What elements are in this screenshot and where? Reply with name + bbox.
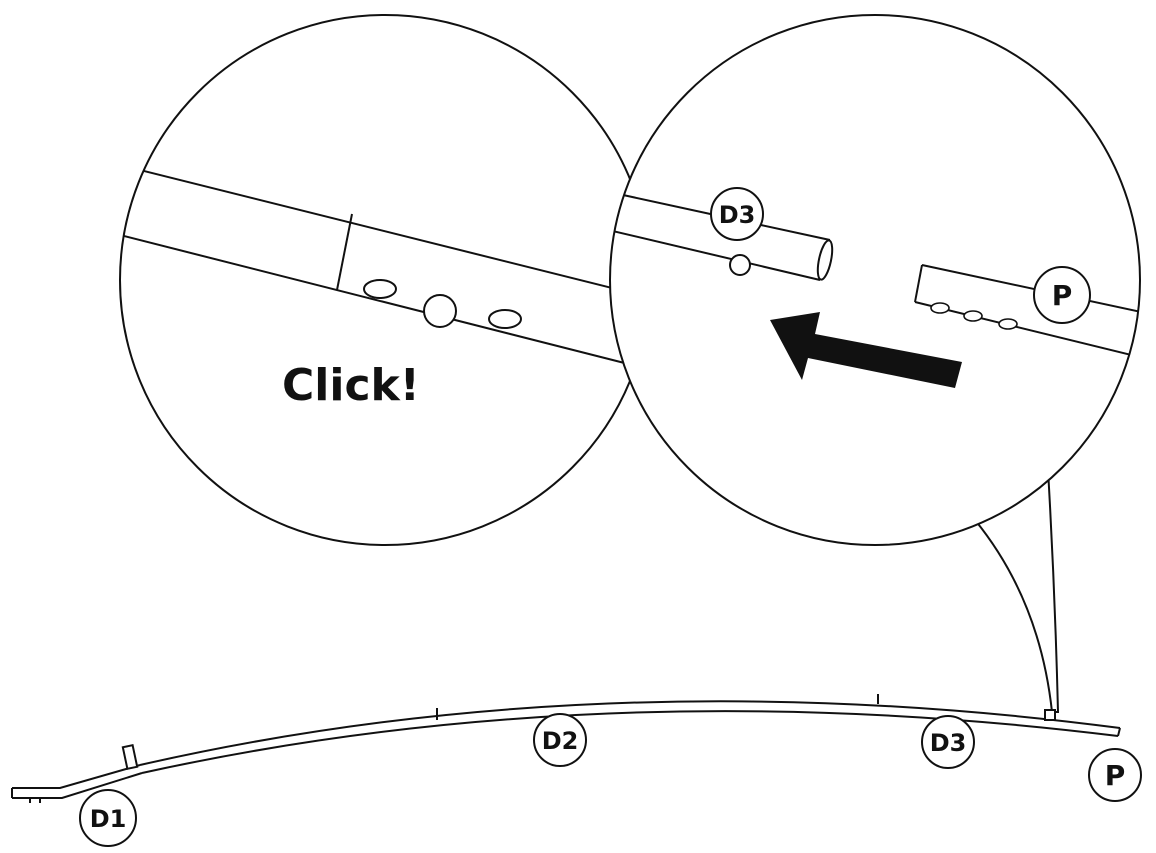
- detail-circle-insert: D3 P: [609, 14, 1141, 713]
- tube-joint-seam: [336, 213, 353, 291]
- detail-circle-right-outline: [609, 14, 1141, 546]
- detail-label-d3: D3: [710, 187, 764, 241]
- part-label-p: P: [1088, 748, 1142, 802]
- tube-d3-open-end: [816, 239, 834, 281]
- part-label-d1: D1: [79, 789, 137, 847]
- svg-text:D1: D1: [90, 805, 127, 833]
- tube-clamp: [121, 744, 139, 770]
- part-label-d3: D3: [921, 715, 975, 769]
- tube-d3-hole: [729, 254, 751, 276]
- part-label-d2: D2: [533, 713, 587, 767]
- detail-circle-click: Click!: [119, 14, 651, 546]
- svg-text:D3: D3: [930, 729, 967, 757]
- curved-tube-assembly: [11, 694, 1121, 803]
- click-caption: Click!: [282, 360, 420, 411]
- push-button-pin: [423, 294, 457, 328]
- svg-text:P: P: [1105, 759, 1126, 792]
- tube-p-pin: [998, 318, 1018, 330]
- detail-label-p: P: [1033, 266, 1091, 324]
- rivet-hole: [363, 279, 397, 299]
- svg-text:P: P: [1052, 279, 1073, 312]
- svg-text:D2: D2: [542, 727, 579, 755]
- tube-joint-p: [1044, 709, 1056, 721]
- svg-text:D3: D3: [719, 201, 756, 229]
- tube-p-pin: [963, 310, 983, 322]
- tube-p-pin: [930, 302, 950, 314]
- rivet-hole: [488, 309, 522, 329]
- callout-tail: [973, 468, 1060, 713]
- connected-tube-closeup: [120, 164, 650, 373]
- insert-direction-arrow-icon: [770, 312, 962, 388]
